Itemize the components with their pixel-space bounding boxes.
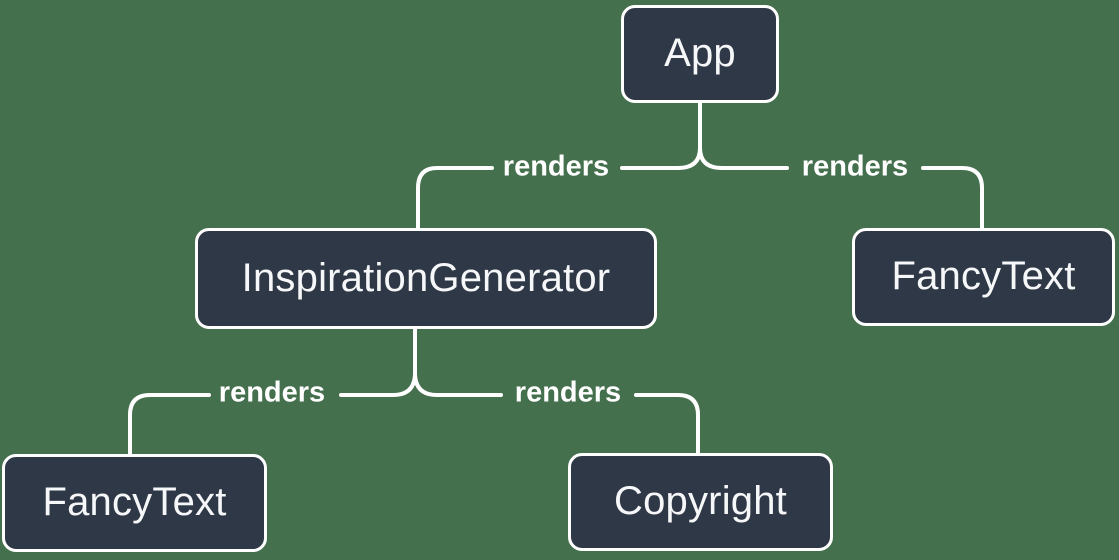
node-fancy-text-right-label: FancyText: [891, 254, 1076, 298]
node-app-label: App: [664, 31, 736, 75]
edge-app-to-fancy-text: [698, 101, 984, 230]
node-fancy-text-left: FancyText: [2, 454, 267, 552]
edge-label-renders: renders: [801, 150, 909, 183]
node-copyright: Copyright: [568, 453, 833, 551]
edge-label-renders: renders: [502, 150, 610, 183]
node-inspiration-generator-label: InspirationGenerator: [241, 255, 611, 300]
edge-label-renders: renders: [514, 376, 622, 409]
edge-inspiration-generator-to-copyright: [413, 328, 700, 455]
node-fancy-text-right: FancyText: [852, 228, 1115, 326]
node-inspiration-generator: InspirationGenerator: [195, 228, 657, 329]
edge-label-renders: renders: [218, 376, 326, 409]
node-copyright-label: Copyright: [614, 479, 787, 523]
node-app: App: [621, 5, 779, 103]
node-fancy-text-left-label: FancyText: [42, 480, 227, 524]
